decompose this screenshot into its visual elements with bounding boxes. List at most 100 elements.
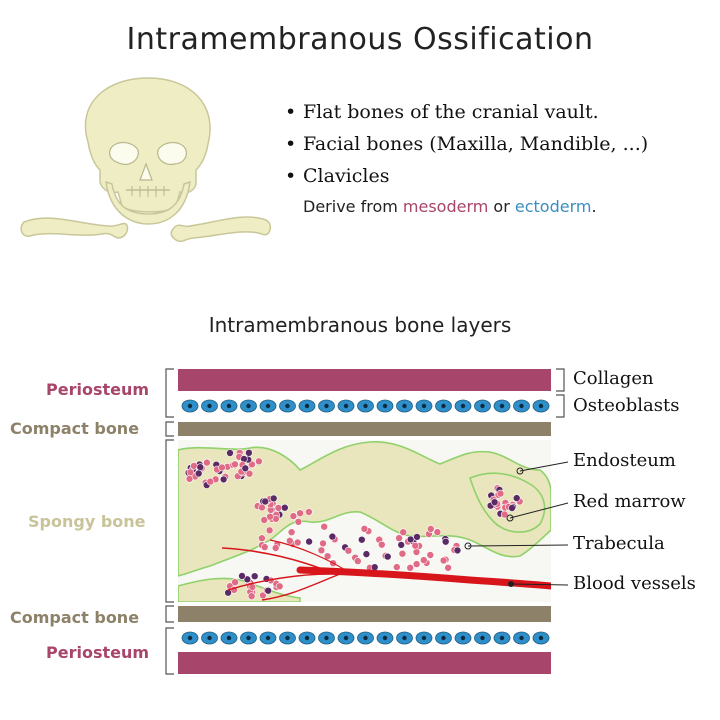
- osteoblast-nucleus: [265, 403, 271, 409]
- osteoblast-nucleus: [402, 635, 407, 641]
- label-periosteum-top: Periosteum: [46, 380, 150, 399]
- derive-suffix: .: [591, 197, 597, 216]
- marrow-cell: [360, 525, 369, 533]
- red-marrow-cells: [184, 449, 524, 600]
- osteoblast-nucleus: [304, 635, 310, 641]
- diagram-title: Intramembranous bone layers: [208, 313, 512, 337]
- osteoblast-nucleus: [519, 635, 524, 641]
- marrow-cell: [392, 563, 401, 571]
- collagen-band-bottom: [178, 652, 551, 674]
- osteoblast-nucleus: [343, 635, 349, 641]
- marrow-cell: [293, 538, 302, 547]
- marrow-cell: [186, 468, 195, 477]
- marrow-cell: [250, 572, 259, 580]
- osteoblast-nucleus: [285, 403, 290, 409]
- bracket-osteoblasts: [556, 394, 565, 418]
- marrow-cell: [231, 578, 239, 586]
- mandible: [105, 180, 191, 225]
- skull-illustration: [20, 77, 272, 243]
- bracket-periosteum-bottom: [165, 627, 174, 675]
- marrow-cell: [231, 460, 239, 469]
- left-eye-socket: [109, 141, 139, 165]
- osteoblast-nucleus: [519, 403, 524, 409]
- bracket-compact-bottom: [165, 605, 174, 623]
- osteoblast-nucleus: [441, 403, 446, 409]
- osteoblast-nucleus: [324, 635, 329, 641]
- page-title: Intramembranous Ossification: [126, 22, 594, 57]
- marrow-cell: [185, 475, 194, 483]
- label-blood-vessels: Blood vessels: [573, 573, 696, 594]
- marrow-cell: [260, 543, 269, 551]
- marrow-cell: [305, 508, 313, 516]
- label-compact-bone-bottom: Compact bone: [10, 608, 140, 627]
- marrow-cell: [258, 534, 266, 542]
- osteoblast-nucleus: [207, 635, 212, 641]
- bone-layers-diagram: Periosteum Compact bone Spongy bone Comp…: [0, 360, 720, 680]
- osteoblast-nucleus: [187, 403, 193, 409]
- marrow-cell: [399, 528, 408, 536]
- osteoblast-nucleus: [304, 403, 310, 409]
- osteoblast-cells-bottom: [181, 631, 550, 645]
- bullet-item: Facial bones (Maxilla, Mandible, ...): [285, 128, 648, 160]
- blood-vessel-branch: [221, 547, 331, 573]
- marrow-cell: [247, 592, 256, 600]
- marrow-cell: [419, 556, 428, 564]
- osteoblast-nucleus: [207, 403, 212, 409]
- marrow-cell: [328, 532, 337, 541]
- label-periosteum-bottom: Periosteum: [46, 643, 150, 662]
- label-trabecula: Trabecula: [573, 533, 665, 554]
- osteoblast-nucleus: [226, 403, 232, 409]
- marrow-cell: [265, 526, 274, 535]
- compact-bone-top: [178, 422, 551, 436]
- marrow-cell: [296, 509, 304, 517]
- bullet-item: Clavicles: [285, 160, 648, 192]
- osteoblast-nucleus: [363, 635, 368, 641]
- marrow-cell: [294, 518, 303, 526]
- marrow-cell: [219, 475, 228, 484]
- marrow-cell: [264, 586, 273, 595]
- derive-note: Derive from mesoderm or ectoderm.: [303, 197, 597, 216]
- trabecula-lower: [178, 577, 301, 602]
- cranium: [84, 77, 211, 213]
- derive-prefix: Derive from: [303, 197, 403, 216]
- marrow-cell: [271, 544, 280, 552]
- marrow-cell: [190, 462, 198, 470]
- marrow-cell: [496, 489, 505, 498]
- blood-vessel-branch: [227, 573, 331, 591]
- marrow-cell: [196, 463, 205, 471]
- osteoblast-nucleus: [441, 635, 446, 641]
- ectoderm-term: ectoderm: [514, 197, 592, 216]
- marrow-cell: [353, 557, 362, 565]
- bracket-spongy: [165, 439, 174, 603]
- marrow-cell: [500, 510, 509, 519]
- osteoblast-nucleus: [343, 403, 349, 409]
- marrow-cell: [406, 535, 415, 544]
- bracket-collagen: [556, 368, 565, 392]
- pointer-trabecula: [467, 544, 569, 547]
- marrow-cell: [370, 563, 379, 571]
- left-clavicle: [20, 217, 129, 239]
- marrow-cell: [261, 497, 270, 506]
- marrow-cell: [258, 503, 266, 512]
- pointer-red-marrow: [509, 502, 569, 519]
- marrow-cell: [433, 528, 442, 536]
- blood-vessel-branch: [269, 539, 351, 574]
- right-clavicle: [170, 216, 272, 243]
- marrow-cell: [413, 533, 421, 541]
- right-eye-socket: [157, 141, 187, 165]
- osteoblast-nucleus: [499, 403, 505, 409]
- osteoblast-nucleus: [246, 403, 251, 409]
- marrow-cell: [238, 572, 246, 580]
- osteoblast-nucleus: [246, 635, 251, 641]
- marrow-cell: [490, 498, 499, 506]
- marrow-cell: [287, 528, 296, 536]
- compact-bone-bottom: [178, 606, 551, 622]
- marrow-cell: [377, 540, 386, 549]
- nasal-cavity: [139, 162, 153, 181]
- label-endosteum: Endosteum: [573, 450, 676, 471]
- marrow-cell: [259, 591, 267, 600]
- marrow-cell: [320, 522, 329, 531]
- osteoblast-nucleus: [480, 635, 485, 641]
- osteoblast-nucleus: [285, 635, 290, 641]
- marrow-cell: [280, 503, 289, 512]
